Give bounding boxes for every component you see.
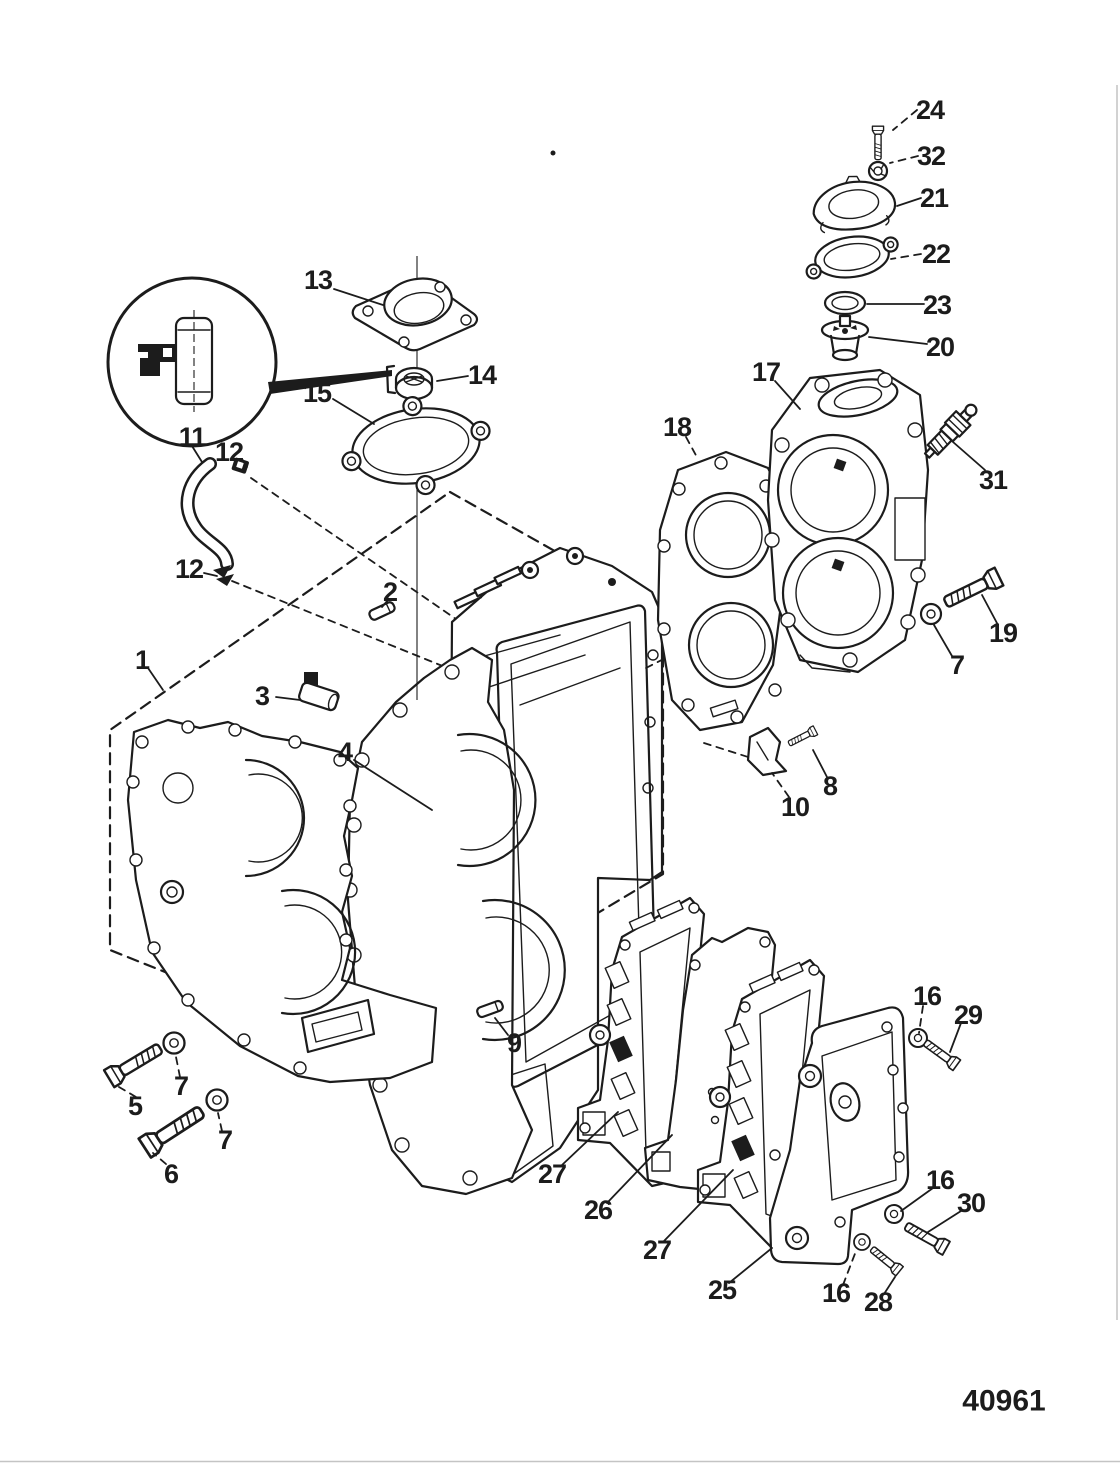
callout-27: 27 (538, 1159, 566, 1189)
callout-9: 9 (507, 1028, 522, 1058)
callout-32: 32 (917, 141, 945, 171)
callout-12: 12 (215, 437, 243, 467)
cylinder-head-17 (764, 368, 930, 674)
bolt-24 (871, 125, 885, 161)
callout-14: 14 (468, 360, 497, 390)
callout-28: 28 (864, 1287, 893, 1317)
seal-ring-23 (823, 290, 867, 316)
callout-11: 11 (179, 422, 207, 452)
bolt-5 (102, 1038, 167, 1089)
callout-4: 4 (338, 737, 353, 767)
leader-lines (118, 109, 999, 1295)
callout-16: 16 (822, 1278, 851, 1308)
callout-16: 16 (913, 981, 942, 1011)
fitting-3 (298, 672, 340, 712)
callout-14-bracket (385, 364, 397, 395)
callout-20: 20 (926, 332, 954, 362)
callout-8: 8 (823, 771, 838, 801)
callout-31: 31 (979, 465, 1008, 495)
callout-7: 7 (218, 1125, 232, 1155)
callout-6: 6 (164, 1159, 179, 1189)
washer-7-right (919, 602, 943, 626)
bolt-28 (867, 1243, 905, 1277)
callout-19: 19 (989, 618, 1018, 648)
crankcase-cover (126, 718, 438, 1084)
washer-16-middle (884, 1204, 904, 1224)
washer-7b (205, 1088, 229, 1112)
cylinder-head-gasket-18 (656, 450, 788, 732)
callout-2: 2 (383, 577, 397, 607)
callout-22: 22 (922, 239, 950, 269)
callout-24: 24 (916, 95, 945, 125)
bolt-6 (137, 1100, 209, 1159)
bolt-30 (901, 1218, 951, 1256)
callout-18: 18 (663, 412, 692, 442)
callout-7: 7 (174, 1071, 188, 1101)
callout-15: 15 (303, 378, 332, 408)
callout-5: 5 (128, 1091, 143, 1121)
thermostat-cover-21 (812, 175, 896, 234)
bolt-19 (940, 566, 1005, 613)
thermostat-20 (820, 314, 870, 362)
callout-26: 26 (584, 1195, 613, 1225)
exhaust-cover-25 (768, 1006, 910, 1266)
callout-29: 29 (954, 1000, 983, 1030)
callout-13: 13 (304, 265, 333, 295)
drawing-number: 40961 (962, 1385, 1045, 1418)
seal-14 (385, 364, 434, 401)
callout-17: 17 (752, 357, 780, 387)
callout-27: 27 (643, 1235, 671, 1265)
callout-10: 10 (781, 792, 809, 822)
bolt-8 (786, 725, 819, 749)
callout-30: 30 (957, 1188, 985, 1218)
magnifier-pointer (268, 370, 392, 394)
spark-plug-31 (923, 403, 978, 459)
retainer-10 (746, 726, 788, 777)
callout-12: 12 (175, 554, 203, 584)
hose-11 (180, 457, 234, 571)
lock-washer-32 (867, 160, 889, 182)
callout-25: 25 (708, 1275, 737, 1305)
washer-16-lower (853, 1233, 871, 1251)
gasket-15 (341, 396, 491, 496)
hose-clamp-12-lower (213, 565, 234, 586)
cover-plate-13 (351, 277, 479, 352)
callout-3: 3 (255, 681, 270, 711)
callout-16: 16 (926, 1165, 955, 1195)
callout-7: 7 (950, 650, 964, 680)
speck (550, 150, 556, 156)
callout-23: 23 (923, 290, 952, 320)
washer-7a (162, 1031, 186, 1055)
callout-21: 21 (920, 183, 949, 213)
callout-1: 1 (135, 645, 150, 675)
bolt-29 (920, 1036, 962, 1072)
cover-gasket-22 (805, 235, 899, 280)
check-valve-icon (138, 310, 214, 412)
detail-magnifier-circle (106, 276, 392, 448)
